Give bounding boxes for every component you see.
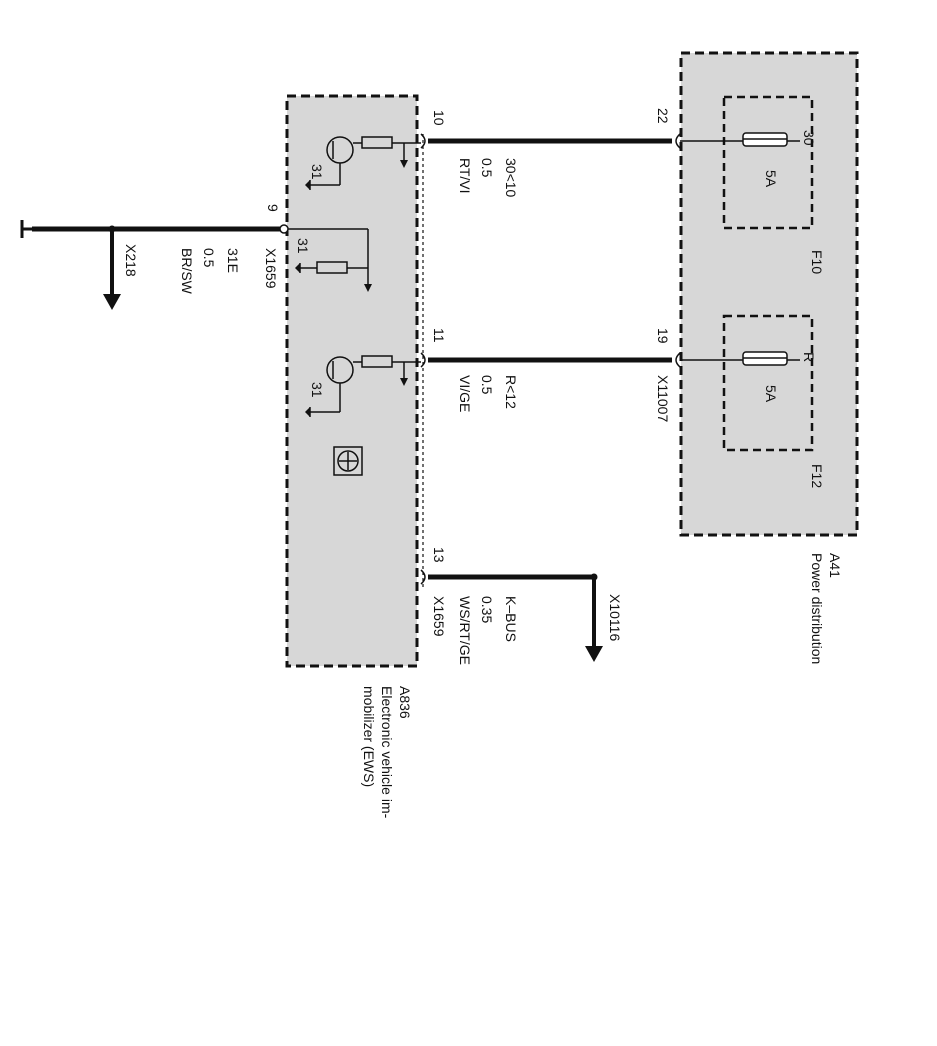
fuse-f12-housing (722, 314, 814, 452)
fuse-f12-name: F12 (809, 464, 825, 488)
ews-ground-resistor (284, 228, 372, 292)
x218-destination: X218 (123, 244, 139, 277)
fuse-f12-rating: 5A (763, 385, 779, 403)
wire-pin10[interactable] (420, 133, 800, 149)
pin9-number: 9 (265, 204, 281, 212)
wire-pin9[interactable] (20, 220, 289, 310)
pin10-far-pin: 22 (655, 108, 671, 124)
wire-pin13[interactable] (420, 569, 603, 662)
power-distribution-id: A41 (827, 553, 843, 578)
ews-module-name-line1: Electronic vehicle im- (379, 686, 395, 819)
pin11-size: 0.5 (479, 375, 495, 395)
pin13-color: WS/RT/GE (457, 596, 473, 665)
ews-driver-transistor-2 (305, 355, 421, 417)
pin9-connector: X1659 (263, 248, 279, 289)
x218-arrow-icon (103, 294, 121, 310)
power-distribution-name: Power distribution (809, 553, 825, 664)
pin10-color: RT/VI (457, 158, 473, 194)
power-distribution-module[interactable] (679, 51, 859, 537)
ews-module-name-line2: mobilizer (EWS) (361, 686, 377, 787)
ews-driver-transistor-1 (305, 136, 421, 190)
pin11-number: 11 (431, 328, 447, 343)
control-unit-icon (333, 446, 363, 476)
pin10-terminal: 30<10 (503, 158, 519, 198)
pin13-number: 13 (431, 547, 447, 563)
pin9-color: BR/SW (179, 248, 195, 295)
pin10-size: 0.5 (479, 158, 495, 178)
fuse-f10-housing (722, 95, 814, 230)
fuse-f10-rating: 5A (763, 170, 779, 188)
x10116-destination: X10116 (607, 594, 623, 641)
pin11-terminal: R<12 (503, 375, 519, 409)
pin13-terminal: K–BUS (503, 596, 519, 642)
pin11-color: VI/GE (457, 375, 473, 412)
fuse-f10-terminal: 30 (801, 130, 817, 146)
ews-ground-label-2: 31 (295, 238, 311, 254)
fuse-f10-icon (742, 132, 788, 147)
ews-module-id: A836 (397, 686, 413, 719)
pin11-far-pin: 19 (655, 328, 671, 344)
ews-ground-label-1: 31 (309, 164, 325, 180)
wire-pin11[interactable] (420, 352, 800, 368)
fuse-f10-name: F10 (809, 250, 825, 274)
x10116-arrow-icon (585, 646, 603, 662)
ews-ground-label-3: 31 (309, 382, 325, 398)
pin10-number: 10 (431, 110, 447, 126)
ews-module-box (285, 94, 419, 668)
pin13-size: 0.35 (479, 596, 495, 623)
pin9-terminal: 31E (225, 248, 241, 273)
power-connector: X11007 (655, 375, 671, 422)
pin13-connector: X1659 (431, 596, 447, 637)
fuse-f12-icon (742, 351, 788, 366)
pin9-size: 0.5 (201, 248, 217, 268)
ews-module[interactable]: 31 31 31 (284, 94, 421, 668)
fuse-f12-terminal: R (801, 352, 817, 362)
power-distribution-box (679, 51, 859, 537)
